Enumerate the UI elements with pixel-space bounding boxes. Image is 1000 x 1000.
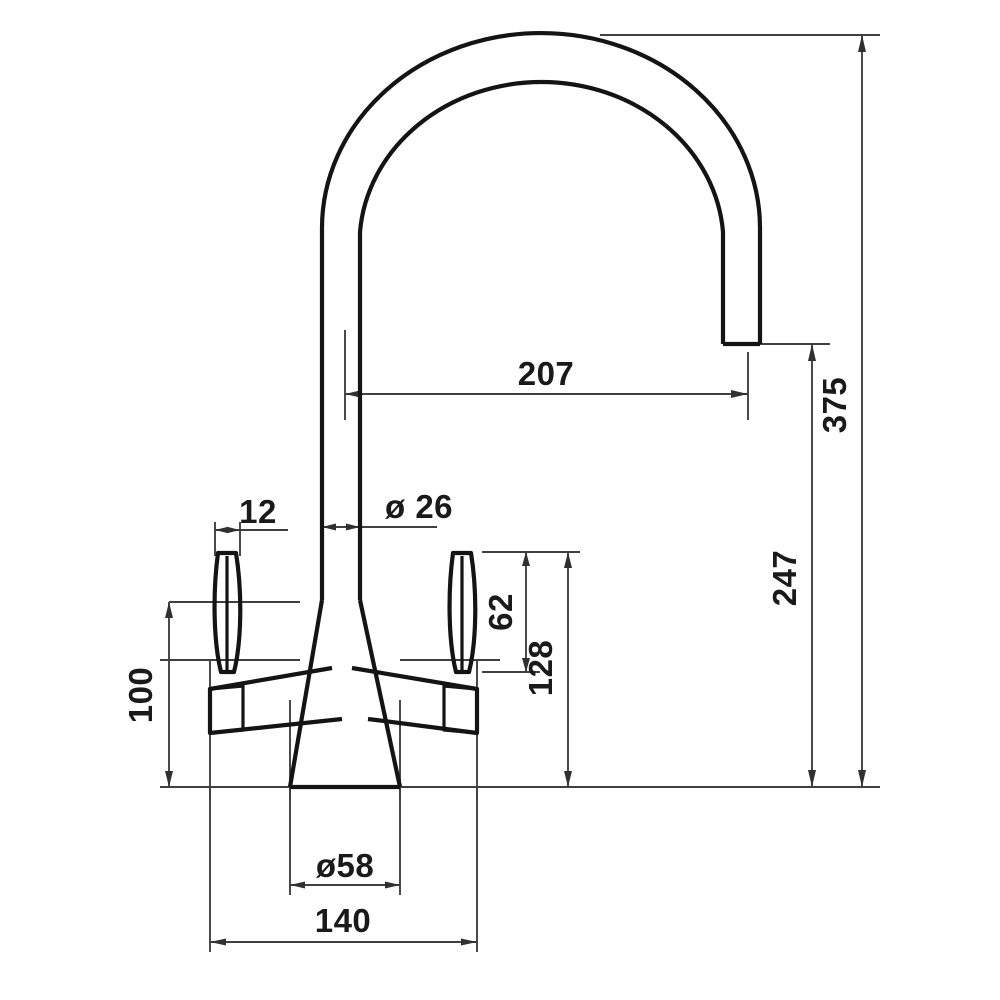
dim-label-100: 100	[122, 667, 159, 724]
arrow-62-bottom	[522, 658, 530, 672]
handle-blade-left	[212, 550, 243, 675]
dim-label-diameter-58: ø58	[316, 847, 374, 884]
arrow-diam26-left	[322, 523, 336, 531]
dim-label-207: 207	[518, 355, 575, 392]
arrow-247-top	[808, 344, 816, 361]
spout-outer-wall	[319, 30, 763, 600]
dim-label-62: 62	[482, 593, 519, 631]
arrow-diam26-right	[346, 523, 360, 531]
handle-lever-right	[351, 665, 480, 736]
dim-label-247: 247	[766, 550, 803, 607]
arrow-247-bottom	[808, 770, 816, 787]
spout-inner-wall	[357, 79, 726, 600]
handle-lever-left	[207, 665, 343, 736]
arrow-diam58-left	[290, 881, 305, 889]
dim-label-12: 12	[239, 493, 277, 530]
dim-label-diameter-26: ø 26	[385, 488, 453, 525]
arrow-100-bottom	[165, 771, 173, 787]
arrow-140-left	[210, 938, 226, 946]
arrow-diam58-right	[385, 881, 400, 889]
handle-collar-left	[208, 684, 245, 735]
arrow-128-bottom	[564, 771, 572, 787]
arrow-207-right	[731, 390, 748, 398]
dim-label-128: 128	[522, 640, 559, 697]
handle-blade-right	[447, 550, 478, 675]
handle-collar-right	[442, 684, 479, 735]
arrow-128-top	[564, 552, 572, 568]
arrow-375-top	[858, 35, 866, 52]
arrow-207-left	[345, 390, 362, 398]
body-flare-left	[287, 599, 325, 788]
dim-label-140: 140	[315, 902, 372, 939]
dimension-labels: 207 375 247 100 62 128 12 ø 26 ø58 140	[122, 355, 853, 939]
dim-label-375: 375	[816, 377, 853, 434]
arrow-12-right	[227, 526, 240, 534]
arrow-62-top	[522, 552, 530, 566]
body-flare-right	[357, 599, 403, 788]
faucet-outline	[207, 30, 763, 790]
arrow-375-bottom	[858, 770, 866, 787]
arrow-140-right	[461, 938, 477, 946]
arrow-100-top	[165, 602, 173, 618]
arrow-12-left	[215, 526, 228, 534]
